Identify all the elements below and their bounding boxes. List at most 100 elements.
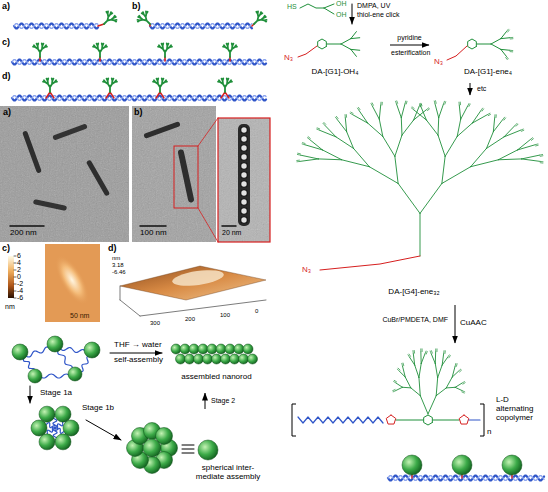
tem-grain (0, 106, 129, 242)
afm-surface (120, 266, 266, 300)
bond (396, 420, 423, 421)
nanorod-image (143, 121, 180, 139)
dendron-sphere (198, 440, 218, 460)
panel-label: b) (132, 2, 141, 12)
compound: DA-[G1]-OH₄ (282, 26, 389, 82)
tick (14, 270, 16, 271)
scale-bar (140, 225, 166, 227)
bead (241, 154, 248, 161)
dendron-icon (43, 78, 57, 92)
dendron-sphere (55, 406, 71, 422)
atom-label: N₃ (302, 266, 311, 275)
nanorod-image (52, 123, 88, 140)
tick (14, 284, 16, 285)
dendron-structure (428, 352, 462, 414)
triazine-ring (424, 415, 433, 425)
bond (433, 420, 459, 421)
stage-name: assembled nanorod (165, 373, 268, 382)
dendron-sphere (55, 434, 71, 450)
tick-label: 0 (255, 308, 258, 315)
triazine-ring (318, 39, 327, 49)
edge-label: pyridine (396, 34, 423, 42)
dendron-sphere (203, 354, 213, 364)
bead (241, 217, 248, 224)
bead (241, 136, 248, 143)
dendron-sphere (212, 354, 222, 364)
zoom-line (198, 208, 218, 242)
color-bar (8, 256, 14, 298)
assembly-stage: spherical inter- mediate assembly (120, 410, 269, 488)
vinyl-end (392, 348, 427, 392)
polymer-chain (60, 348, 86, 353)
reaction-label: esterification (391, 49, 430, 57)
tick (14, 298, 16, 299)
polymer-chain (12, 60, 266, 65)
panel-label: a) (3, 108, 11, 118)
bead (241, 145, 248, 152)
bond (324, 4, 334, 8)
scale-label: 100 nm (140, 229, 167, 238)
dendron-icon (104, 11, 117, 24)
tick-label: -6.46 (112, 269, 126, 276)
tick-label: 0 (17, 273, 21, 281)
tick-label: -4 (17, 287, 23, 295)
tick-label: 4 (17, 259, 21, 267)
reaction-label: CuAAC (460, 319, 487, 328)
bead (241, 199, 248, 206)
dendron-icon (93, 43, 107, 57)
tick-label: 100 (220, 312, 230, 319)
polymer-chain (58, 350, 73, 370)
bead (241, 163, 248, 170)
dendron-structure (300, 104, 540, 256)
reaction-arrow (205, 393, 206, 409)
zoom-box (174, 146, 198, 208)
dendron-sphere (39, 434, 55, 450)
dendron-sphere (176, 354, 186, 364)
tem-image (132, 106, 216, 242)
triazole-ring (386, 415, 396, 424)
equivalence-sign (182, 445, 194, 446)
dendron-sphere (225, 344, 235, 354)
bracket (292, 404, 296, 436)
polymer-chain (14, 24, 98, 29)
compound-name: DA-[G1]-OH₄ (282, 68, 388, 77)
dendron-sphere (216, 344, 226, 354)
afm-rod (48, 250, 95, 309)
atom-label: OH (336, 11, 347, 19)
tick-label: 6 (17, 252, 21, 260)
scale-bar (222, 225, 236, 227)
panel-label: d) (108, 244, 117, 254)
panel-label: c) (2, 38, 10, 48)
dendron-icon (218, 78, 232, 92)
zoom-line (198, 118, 218, 146)
process-arrow (110, 353, 162, 354)
process-arrow (30, 386, 31, 403)
tem-grain (218, 118, 270, 242)
reaction-label: thiol-ene click (357, 11, 399, 19)
dendron-sphere (12, 344, 28, 360)
nanorod-image (177, 149, 194, 203)
azide-bond (447, 46, 467, 60)
dendron-sphere (221, 354, 231, 364)
compound-name: L-D alternating copolymer (496, 396, 546, 422)
edge-label: Stage 2 (210, 397, 236, 405)
dendron-sphere (239, 354, 249, 364)
equivalence-sign (182, 449, 194, 450)
dendron-icon (103, 78, 117, 92)
atom-label: N₃ (284, 54, 293, 63)
dendron-sphere (68, 367, 82, 381)
afm-peak (171, 267, 224, 288)
dendron-sphere (234, 344, 244, 354)
peg-chain (469, 419, 480, 420)
dendron-icon (254, 11, 267, 24)
reaction-arrow (390, 45, 429, 46)
dendron-sphere (28, 369, 42, 383)
dendron-sphere (84, 342, 100, 358)
dendron-sphere (185, 354, 195, 364)
panel-label: d) (2, 72, 11, 82)
tem-zoom (218, 118, 270, 242)
stage-name: spherical inter- mediate assembly (188, 464, 268, 482)
nanorod-image (238, 124, 250, 226)
polymer-chain (26, 347, 50, 357)
polymer-chain (150, 24, 252, 29)
